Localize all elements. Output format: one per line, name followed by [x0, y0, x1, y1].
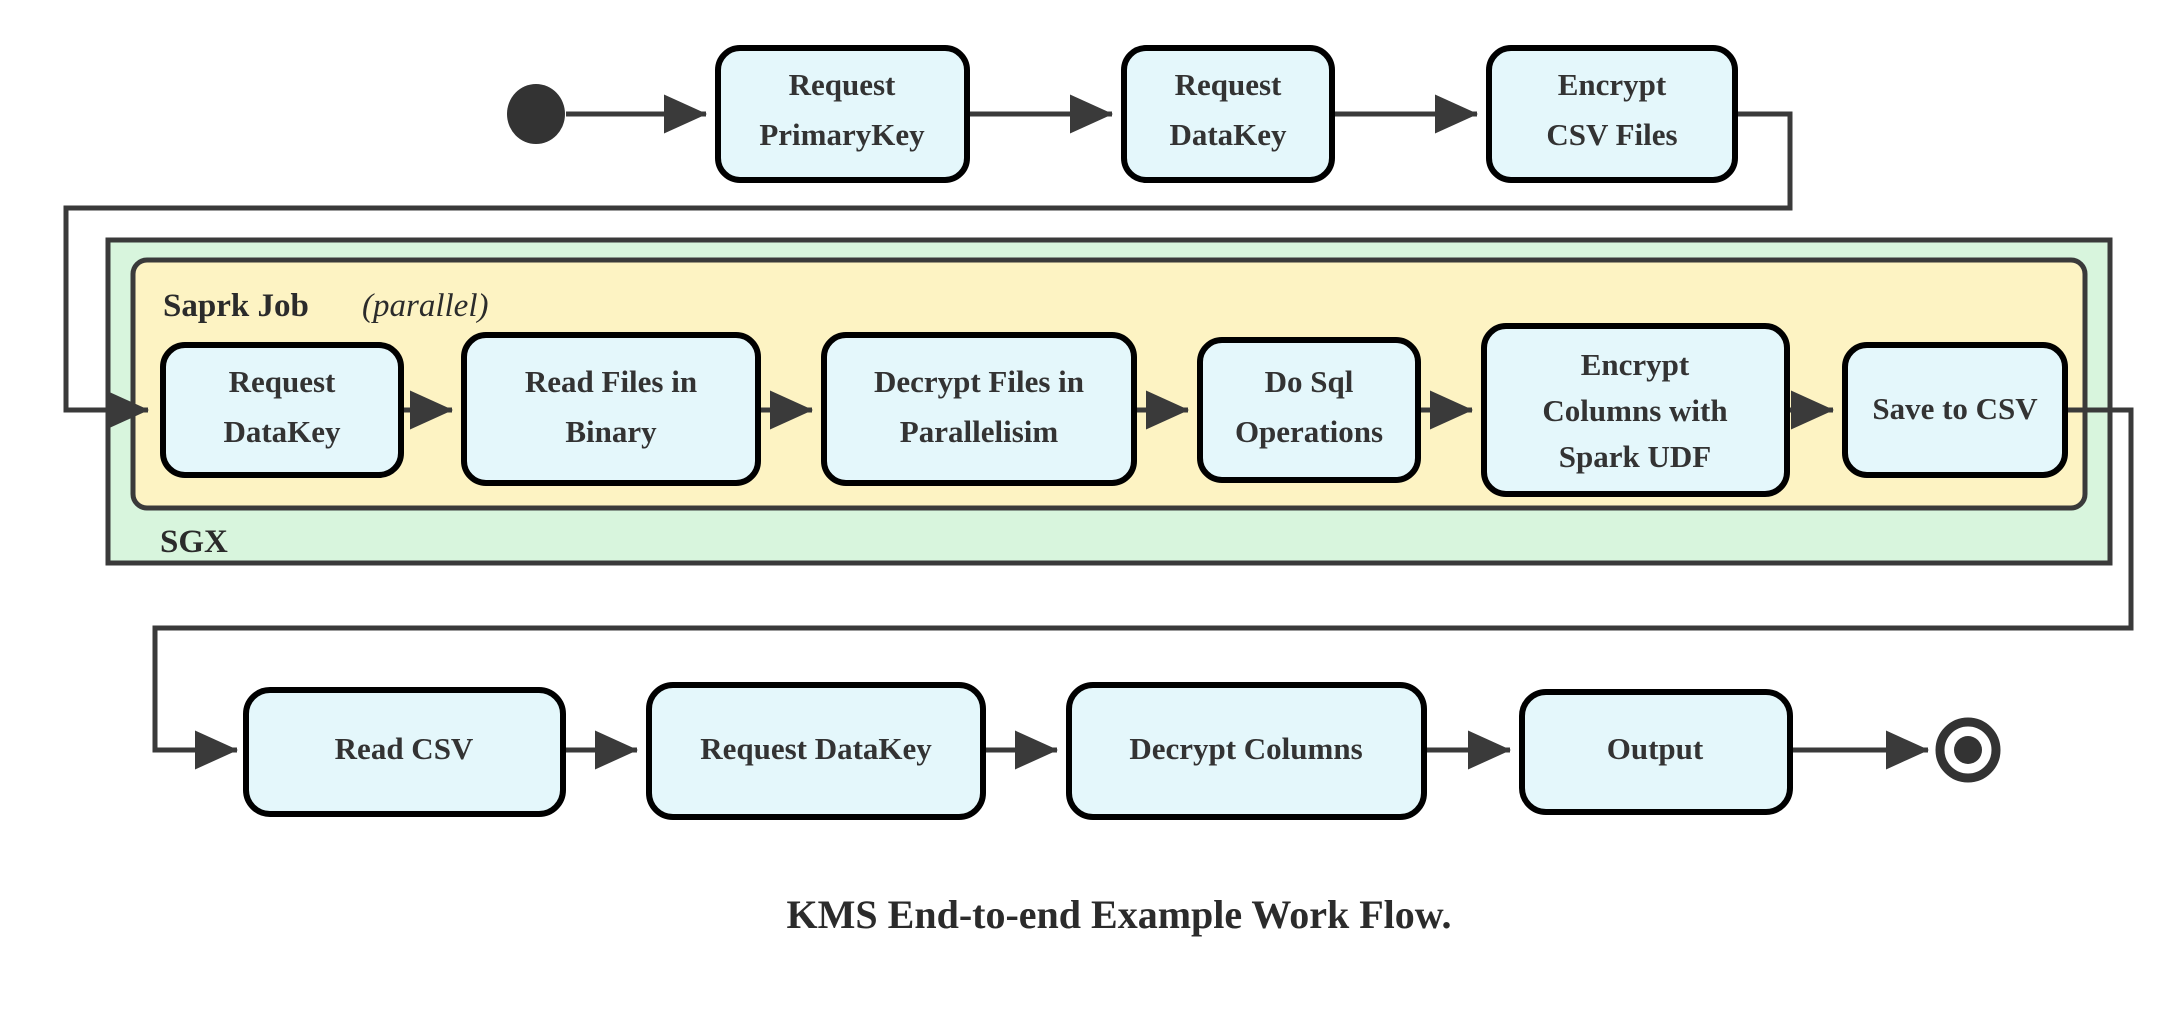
sgx-container-label: SGX: [160, 524, 228, 560]
node-request-datakey-spark-line1: Request: [229, 364, 336, 399]
spark-job-modifier: (parallel): [362, 288, 488, 324]
node-save-to-csv-line1: Save to CSV: [1872, 391, 2038, 426]
edge-savetocsv-to-readcsv: [152, 407, 2134, 770]
node-read-csv-line1: Read CSV: [335, 731, 474, 766]
node-encrypt-csv-files-line1: Encrypt: [1558, 67, 1667, 102]
node-encrypt-columns-with-spark-udf-line2: Columns with: [1542, 393, 1727, 428]
node-request-datakey-top-line2: DataKey: [1169, 117, 1287, 152]
node-do-sql-operations-line1: Do Sql: [1265, 364, 1354, 399]
node-request-datakey-top-line1: Request: [1175, 67, 1282, 102]
diagram-caption: KMS End-to-end Example Work Flow.: [787, 892, 1452, 937]
node-request-datakey-bottom-line1: Request DataKey: [700, 731, 932, 766]
node-output[interactable]: Output: [1519, 689, 1793, 815]
end-node[interactable]: [1935, 717, 2001, 783]
node-request-datakey-bottom[interactable]: Request DataKey: [646, 682, 986, 820]
node-read-csv[interactable]: Read CSV: [243, 687, 566, 817]
node-decrypt-files-in-parallelisim-line1: Decrypt Files in: [874, 364, 1084, 399]
node-request-datakey-spark-line2: DataKey: [223, 414, 341, 449]
start-node[interactable]: [507, 84, 565, 144]
edge-encryptcsv-to-sparkdatakey: [63, 111, 1793, 430]
node-decrypt-columns-line1: Decrypt Columns: [1129, 731, 1362, 766]
node-read-files-in-binary[interactable]: Read Files in Binary: [461, 332, 761, 486]
node-request-primarykey-line2: PrimaryKey: [759, 117, 925, 152]
node-decrypt-files-in-parallelisim-line2: Parallelisim: [900, 414, 1059, 449]
node-do-sql-operations[interactable]: Do Sql Operations: [1197, 337, 1421, 483]
node-encrypt-columns-with-spark-udf-line1: Encrypt: [1581, 347, 1690, 382]
node-save-to-csv[interactable]: Save to CSV: [1842, 342, 2068, 478]
node-decrypt-files-in-parallelisim[interactable]: Decrypt Files in Parallelisim: [821, 332, 1137, 486]
spark-job-label: Saprk Job: [163, 288, 309, 324]
node-encrypt-csv-files[interactable]: Encrypt CSV Files: [1486, 45, 1738, 183]
node-encrypt-csv-files-line2: CSV Files: [1546, 117, 1677, 152]
node-read-files-in-binary-line2: Binary: [565, 414, 657, 449]
node-decrypt-columns[interactable]: Decrypt Columns: [1066, 682, 1427, 820]
node-encrypt-columns-with-spark-udf-line3: Spark UDF: [1559, 439, 1711, 474]
node-do-sql-operations-line2: Operations: [1235, 414, 1383, 449]
node-output-line1: Output: [1607, 731, 1704, 766]
node-request-datakey-spark[interactable]: Request DataKey: [160, 342, 404, 478]
node-request-datakey-top[interactable]: Request DataKey: [1121, 45, 1335, 183]
node-read-files-in-binary-line1: Read Files in: [525, 364, 697, 399]
node-encrypt-columns-with-spark-udf[interactable]: Encrypt Columns with Spark UDF: [1481, 323, 1790, 497]
node-request-primarykey-line1: Request: [789, 67, 896, 102]
node-request-primarykey[interactable]: Request PrimaryKey: [715, 45, 970, 183]
